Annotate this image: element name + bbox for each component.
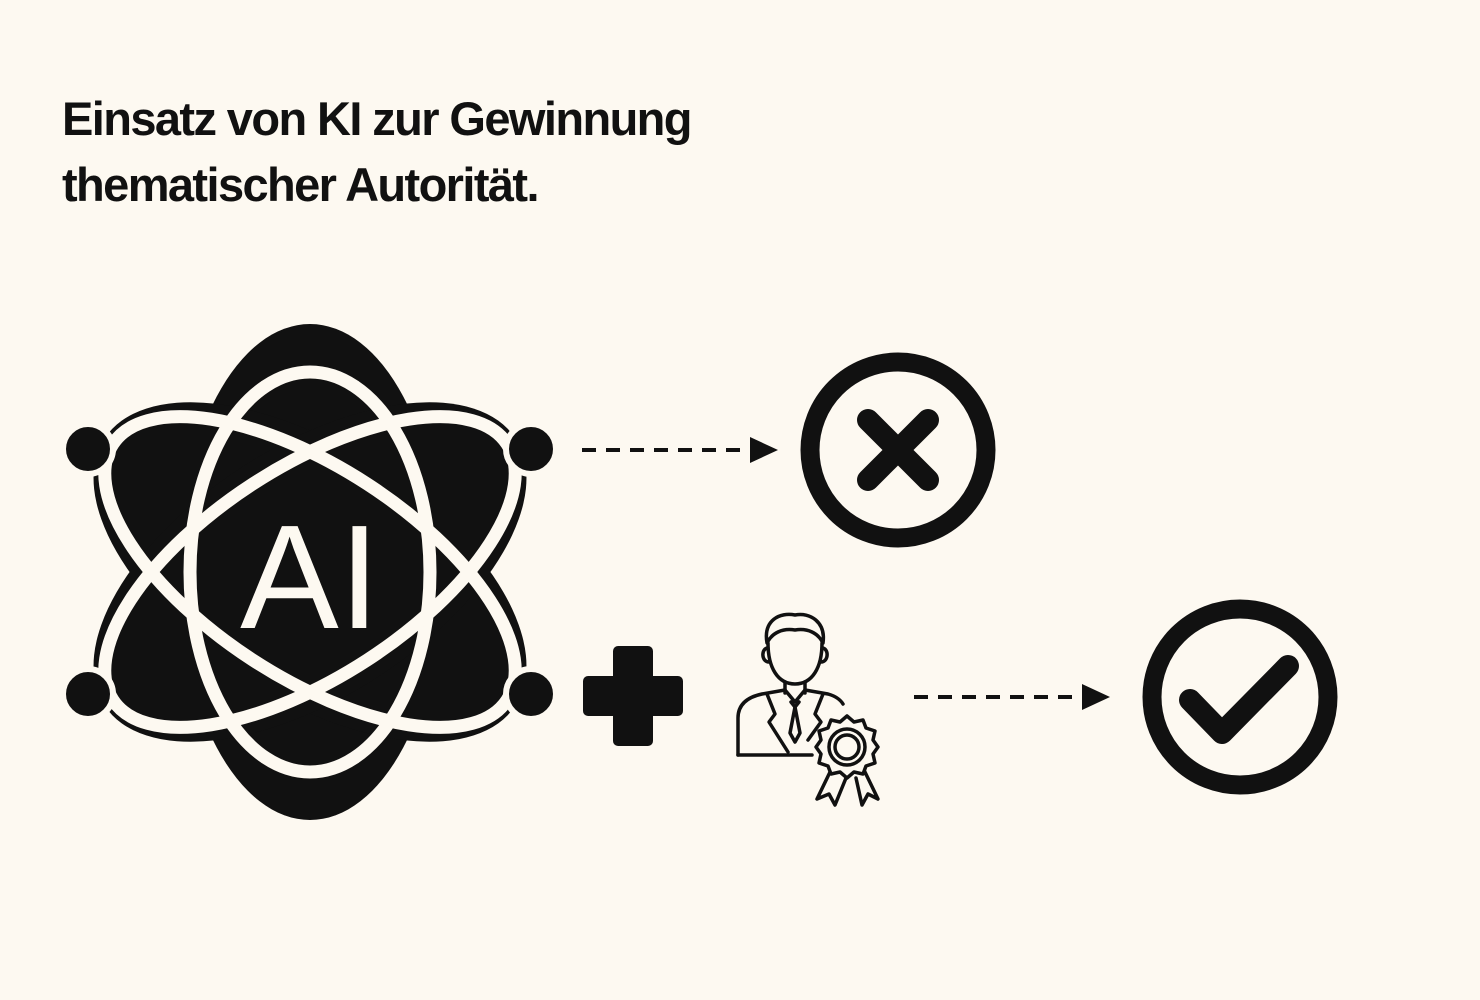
electron-dots [60,421,559,722]
arrow-to-accept [914,684,1110,710]
atom-ai-icon: AI [60,324,559,820]
arrow-to-reject [582,437,778,463]
headline-line-2: thematischer Autorität. [62,158,540,211]
x-circle-icon [800,352,996,548]
check-circle-icon [1142,599,1338,795]
headline: Einsatz von KI zur Gewinnung thematische… [62,86,822,218]
headline-line-1: Einsatz von KI zur Gewinnung [62,92,693,145]
ai-label: AI [240,495,380,660]
plus-icon [583,646,683,746]
certified-expert-icon [736,612,880,807]
